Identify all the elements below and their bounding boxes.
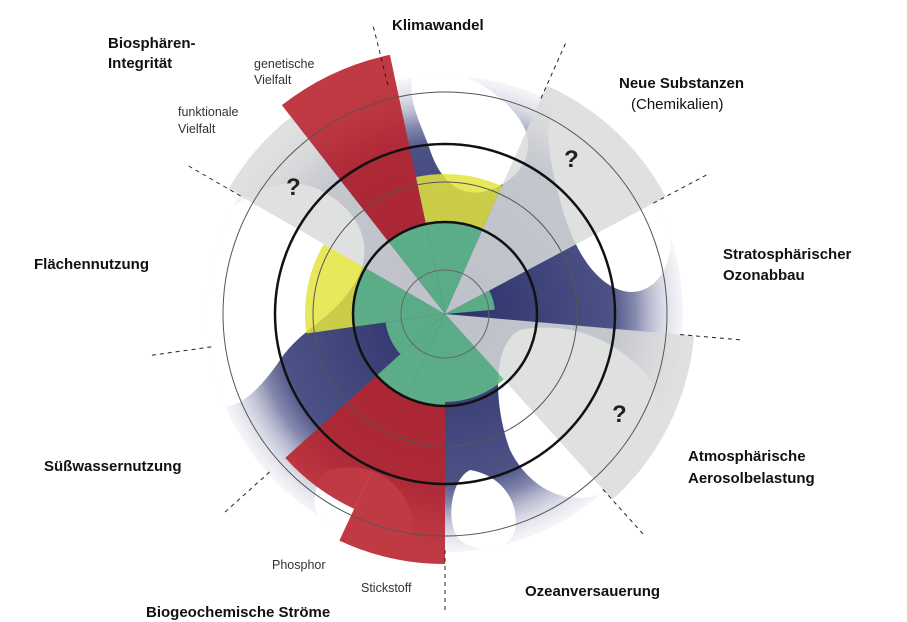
label-klimawandel: Klimawandel: [392, 17, 484, 34]
wedge-neue-substanzen: [445, 85, 666, 314]
label-biogeochemisch: Biogeochemische Ströme: [146, 604, 331, 621]
divider-line-0: [371, 22, 389, 86]
wedge-klimawandel-risk: [415, 174, 502, 230]
wedge-stickstoff-safe: [406, 314, 445, 406]
label-stickstoff: Stickstoff: [361, 581, 412, 595]
wedge-klimawandel-safe: [425, 222, 483, 314]
label-funktional-line1: funktionale: [178, 105, 239, 119]
divider-line-3: [680, 334, 744, 341]
boundary-circles: [222, 91, 668, 537]
label-aerosol-line1: Atmosphärische: [688, 448, 806, 465]
label-chemikalien: (Chemikalien): [631, 96, 724, 113]
wedge-ozonabbau: [445, 290, 495, 314]
label-suesswasser: Süßwassernutzung: [44, 458, 182, 475]
wedge-flaechen-safe: [352, 268, 445, 327]
sector-dividers: [147, 22, 744, 614]
unknown-marker-neue-substanzen: ?: [564, 146, 579, 173]
inner-ring: [400, 269, 490, 359]
high-risk-ring: [273, 142, 617, 486]
wedge-phosphor-safe: [376, 314, 445, 398]
label-neue-substanzen: Neue Substanzen: [619, 75, 745, 92]
wedge-aerosol: [445, 314, 695, 500]
divider-line-7: [147, 346, 212, 357]
wedge-phosphor-risk: [285, 375, 407, 509]
wedge-flaechen-risk: [304, 244, 366, 334]
label-aerosol-line2: Aerosolbelastung: [688, 470, 815, 487]
boundary-sectors: [228, 54, 695, 564]
outer-ring: [222, 91, 668, 537]
unknown-marker-aerosol: ?: [612, 401, 627, 428]
label-funktional-line2: Vielfalt: [178, 122, 216, 136]
label-genetisch-line1: genetische: [254, 57, 315, 71]
label-ozonabbau-line2: Ozonabbau: [723, 267, 805, 284]
label-ozeanversauerung: Ozeanversauerung: [525, 583, 661, 600]
divider-line-4: [602, 489, 647, 538]
divider-line-8: [184, 163, 241, 197]
wedge-suesswasser: [385, 314, 445, 355]
label-ozonabbau-line1: Stratosphärischer: [723, 246, 852, 263]
divider-line-2: [653, 172, 711, 204]
unknown-marker-funktionale-vielfalt: ?: [286, 174, 301, 201]
wedge-stickstoff-risk: [339, 397, 445, 564]
wedge-genetische-risk: [281, 54, 426, 242]
label-phosphor: Phosphor: [272, 558, 326, 572]
mid-ring: [312, 181, 578, 447]
wedge-genetische-safe: [388, 224, 445, 314]
wedge-funktionale-vielfalt: [228, 116, 445, 314]
label-biosphaere-line2: Integrität: [108, 55, 173, 72]
divider-line-6: [221, 471, 270, 516]
wedge-ozeanversauerung: [445, 314, 504, 402]
label-flaechennutzung: Flächennutzung: [34, 256, 149, 273]
divider-line-1: [540, 39, 568, 99]
label-biosphaere-line1: Biosphären-: [108, 35, 196, 52]
safe-boundary-ring: [351, 220, 539, 408]
label-genetisch-line2: Vielfalt: [254, 73, 292, 87]
